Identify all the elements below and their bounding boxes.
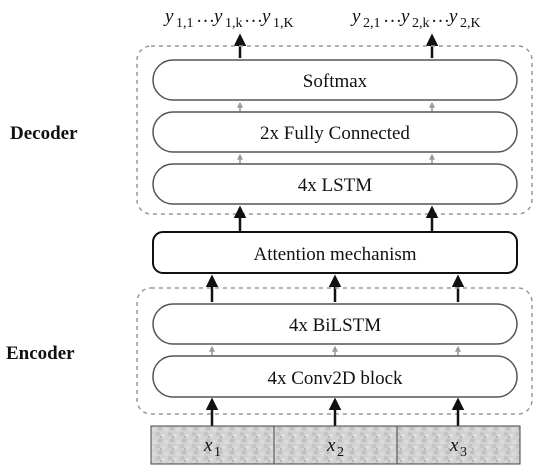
attention-block-label: Attention mechanism [253,244,416,265]
svg-text:1,K: 1,K [273,16,294,31]
output-label-1: y 1,1 … y 1,k … y 1,K [163,6,294,31]
svg-text:1,k: 1,k [225,16,243,31]
svg-text:2,1: 2,1 [363,16,381,31]
output-label-2: y 2,1 … y 2,k … y 2,K [350,6,481,31]
fully-connected-block [152,111,518,153]
svg-text:…: … [196,6,215,27]
svg-text:1,1: 1,1 [176,16,194,31]
input-label-3: x 3 [449,435,467,460]
bilstm-block-label: 4x BiLSTM [289,315,381,336]
svg-text:y: y [212,6,223,27]
softmax-block [152,59,518,101]
svg-text:x: x [449,435,459,456]
encoder-label: Encoder [6,343,75,364]
svg-text:y: y [350,6,361,27]
decoder-group [136,45,533,215]
input-cell-2 [273,425,398,465]
svg-text:3: 3 [460,445,467,460]
svg-text:2,k: 2,k [412,16,430,31]
svg-text:x: x [203,435,213,456]
svg-text:…: … [383,6,402,27]
svg-text:y: y [399,6,410,27]
conv2d-block [152,355,518,398]
lstm-block [152,163,518,205]
input-label-1: x 1 [203,435,221,460]
svg-text:…: … [431,6,450,27]
attention-block [152,231,518,274]
svg-text:y: y [447,6,458,27]
decoder-label: Decoder [10,123,78,144]
fully-connected-block-label: 2x Fully Connected [260,123,410,144]
softmax-block-label: Softmax [303,71,368,92]
lstm-block-label: 4x LSTM [298,175,373,196]
input-cell-3 [396,425,521,465]
input-label-2: x 2 [326,435,344,460]
svg-text:…: … [244,6,263,27]
input-strip [150,425,521,465]
svg-text:y: y [260,6,271,27]
svg-text:y: y [163,6,174,27]
svg-text:2,K: 2,K [460,16,481,31]
conv2d-block-label: 4x Conv2D block [267,368,403,389]
encoder-group [136,287,533,415]
svg-text:x: x [326,435,336,456]
bilstm-block [152,303,518,345]
svg-text:2: 2 [337,445,344,460]
svg-text:1: 1 [214,445,221,460]
input-cell-1 [150,425,275,465]
